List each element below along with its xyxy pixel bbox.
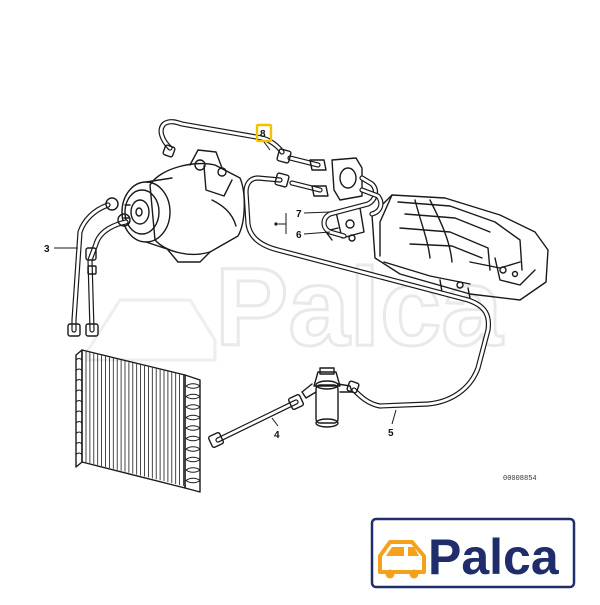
watermark-text: Palca [215, 246, 503, 369]
receiver-drier [301, 367, 353, 428]
car-icon [378, 540, 426, 579]
callout-8-highlight [255, 123, 273, 143]
expansion-valve [325, 157, 365, 242]
callout-8: 8 [260, 129, 266, 140]
palca-logo: Palca [370, 517, 576, 589]
callout-3: 3 [44, 244, 50, 255]
logo-text: Palca [428, 529, 560, 585]
refrigerant-lines [71, 119, 492, 443]
diagram-reference-code: 00008854 [503, 475, 537, 483]
evaporator-housing [371, 194, 549, 301]
callout-5: 5 [388, 428, 394, 439]
callouts: 8 7 6 3 4 5 00008854 [44, 123, 537, 483]
fittings [67, 144, 360, 449]
callout-6: 6 [296, 230, 302, 241]
callout-7: 7 [296, 209, 302, 220]
condenser [75, 349, 201, 493]
ac-compressor [121, 149, 245, 263]
watermark: Palca [86, 245, 505, 371]
callout-4: 4 [274, 430, 280, 441]
